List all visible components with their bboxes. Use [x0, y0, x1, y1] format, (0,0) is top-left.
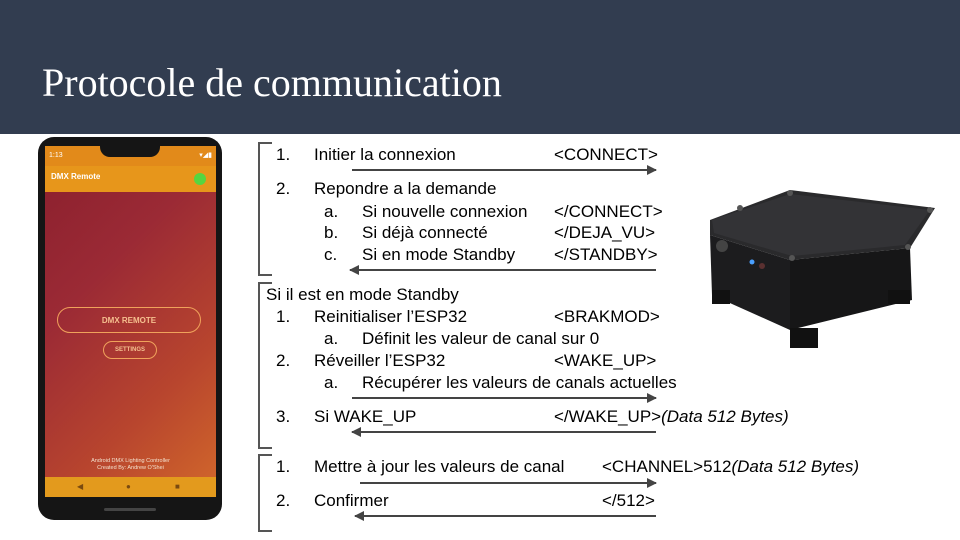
phone-notch [100, 143, 160, 157]
s1-step2a-command: </CONNECT> [554, 202, 663, 221]
app-bar: DMX Remote [45, 166, 216, 192]
s1-step2b-letter: b. [324, 223, 339, 242]
section-1-bracket [258, 142, 272, 276]
s2-step1a-label: Définit les valeur de canal sur 0 [362, 329, 600, 348]
nav-home-icon[interactable]: ● [126, 482, 131, 491]
s1-step2c-command: </STANDBY> [554, 245, 658, 264]
settings-button[interactable]: SETTINGS [103, 341, 157, 359]
s2-step1-number: 1. [276, 307, 291, 326]
s2-step3-command-text: </WAKE_UP> [554, 407, 662, 426]
s1-step2c-label: Si en mode Standby [362, 245, 516, 264]
s2-step2-label: Réveiller l’ESP32 [314, 351, 446, 370]
section-2-bracket [258, 282, 272, 449]
s2-step1-command: <BRAKMOD> [554, 307, 660, 326]
s3-step2-label: Confirmer [314, 491, 389, 510]
dmx-remote-button[interactable]: DMX REMOTE [57, 307, 201, 333]
section-3-bracket [258, 454, 272, 532]
s1-step2c-letter: c. [324, 245, 338, 264]
s2-step2a-label: Récupérer les valeurs de canals actuelle… [362, 373, 677, 392]
s3-step1-command: <CHANNEL>512(Data 512 Bytes) [602, 457, 859, 477]
s1-step2b-label: Si déjà connecté [362, 223, 488, 242]
s3-step2-number: 2. [276, 491, 291, 510]
s2-step3-command: </WAKE_UP>(Data 512 Bytes) [554, 407, 789, 427]
s2-heading: Si il est en mode Standby [266, 285, 459, 304]
slide-title: Protocole de communication [42, 60, 502, 105]
credit-line-2: Created By: Andrew O'Shei [97, 465, 164, 471]
phone-speaker [104, 508, 156, 511]
app-title: DMX Remote [51, 172, 101, 181]
credit-line-1: Android DMX Lighting Controller [91, 458, 170, 464]
s1-step1-label: Initier la connexion [314, 145, 456, 164]
title-bar [0, 0, 960, 134]
status-time: 1:13 [49, 152, 63, 159]
nav-recent-icon[interactable]: ■ [175, 482, 180, 491]
s1-step2-label: Repondre a la demande [314, 179, 497, 198]
s1-step2-number: 2. [276, 179, 291, 198]
phone-nav-bar: ◀ ● ■ [45, 477, 216, 497]
s2-step2-number: 2. [276, 351, 291, 370]
s2-step3-label: Si WAKE_UP [314, 407, 417, 426]
s1-step1-number: 1. [276, 145, 291, 164]
s1-step1-command: <CONNECT> [554, 145, 658, 164]
esp32-device-image [710, 190, 935, 348]
s2-step2a-letter: a. [324, 373, 339, 392]
nav-back-icon[interactable]: ◀ [77, 482, 84, 491]
phone-screen: 1:13 ▾◢▮ DMX Remote DMX REMOTE SETTINGS … [45, 146, 216, 497]
s1-step2b-command: </DEJA_VU> [554, 223, 656, 242]
s2-step2-command: <WAKE_UP> [554, 351, 657, 370]
s2-step3-number: 3. [276, 407, 291, 426]
s3-step1-note: (Data 512 Bytes) [731, 457, 860, 476]
s2-step1-label: Reinitialiser l’ESP32 [314, 307, 468, 326]
battery-icon: ▾◢▮ [199, 152, 212, 159]
s3-step2-command: </512> [602, 491, 655, 510]
connection-status-icon [194, 173, 206, 185]
s2-step3-note: (Data 512 Bytes) [661, 407, 789, 426]
s3-step1-label: Mettre à jour les valeurs de canal [314, 457, 565, 476]
s3-step1-command-text: <CHANNEL>512 [602, 457, 732, 476]
s1-step2a-letter: a. [324, 202, 339, 221]
s3-step1-number: 1. [276, 457, 291, 476]
s1-step2a-label: Si nouvelle connexion [362, 202, 528, 221]
s2-step1a-letter: a. [324, 329, 339, 348]
